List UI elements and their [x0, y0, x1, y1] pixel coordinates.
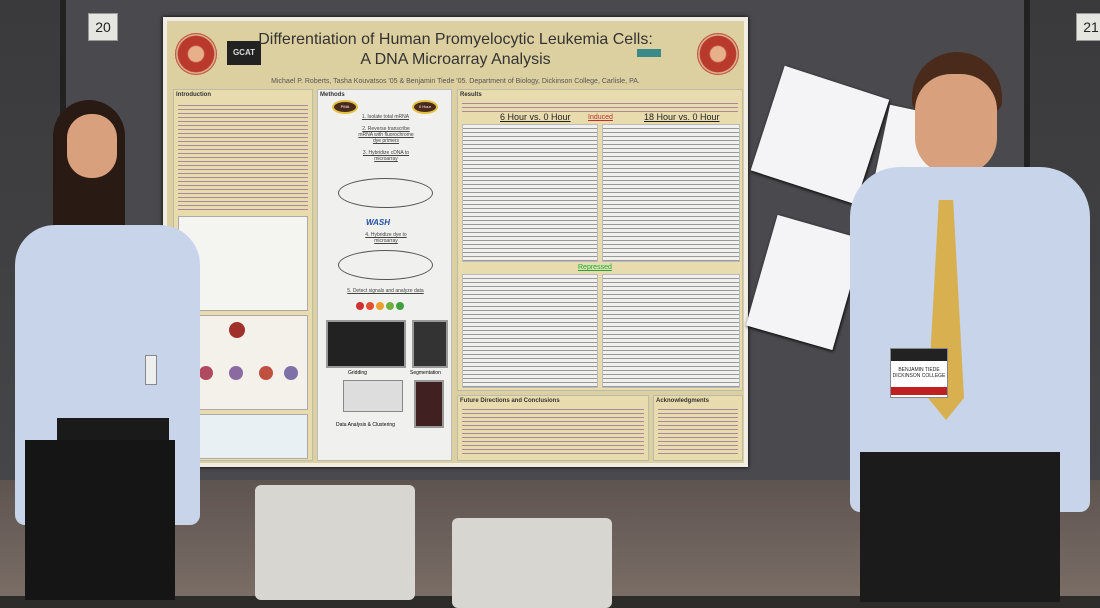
method-step-2: 2. Reverse transcribe mRNA with fluoroch… [358, 126, 414, 144]
pma-treated-label: PMA Treated [332, 100, 358, 119]
magic-tool-logo [356, 302, 404, 310]
eighteen-hour-header: 18 Hour vs. 0 Hour [644, 112, 720, 122]
heatmap-image [414, 380, 444, 428]
six-hour-header: 6 Hour vs. 0 Hour [500, 112, 571, 122]
data-analysis-label: Data Analysis & Clustering [336, 422, 395, 428]
results-heading: Results [460, 92, 482, 98]
results-section: Results 6 Hour vs. 0 Hour Induced 18 Hou… [457, 89, 743, 391]
name-badge: BENJAMIN TIEDE DICKINSON COLLEGE [890, 348, 948, 398]
gridding-label: Gridding [348, 370, 367, 376]
chair-back-right [452, 518, 612, 608]
repressed-18h-gene-list [602, 274, 740, 388]
presenter-woman [5, 100, 205, 600]
method-step-4: 4. Hybridize dye to microarray [365, 232, 407, 244]
wash-label: WASH [366, 218, 390, 227]
segmentation-label: Segmentation [410, 370, 441, 376]
segmentation-image [412, 320, 448, 368]
poster-authors: Michael P. Roberts, Tasha Kouvatsos '05 … [271, 78, 640, 85]
acknowledgments-heading: Acknowledgments [656, 398, 710, 404]
board-number-21: 21 [1076, 13, 1100, 41]
control-label: 0 Hour Control [412, 100, 438, 119]
gridding-image [326, 320, 406, 368]
induced-6h-gene-list [462, 124, 598, 262]
gcat-logo: GCAT [227, 41, 261, 65]
presenter-man: BENJAMIN TIEDE DICKINSON COLLEGE [850, 52, 1090, 602]
poster-title-line1: Differentiation of Human Promyelocytic L… [258, 31, 653, 48]
method-step-1: 1. Isolate total mRNA [361, 114, 410, 120]
microarray-spot-diagram [338, 178, 433, 208]
induced-header: Induced [588, 114, 613, 121]
research-poster: GCAT Differentiation of Human Promyelocy… [163, 17, 748, 467]
introduction-heading: Introduction [176, 92, 211, 98]
board-number-20: 20 [88, 13, 118, 41]
dickinson-seal-right [697, 33, 739, 75]
dickinson-seal-left [175, 33, 217, 75]
badge-name: BENJAMIN TIEDE [898, 367, 940, 373]
badge-left [145, 355, 157, 385]
poster-title-line2: A DNA Microarray Analysis [360, 51, 551, 68]
repressed-6h-gene-list [462, 274, 598, 388]
acknowledgments-section: Acknowledgments [653, 395, 743, 461]
clustering-image [343, 380, 403, 412]
induced-18h-gene-list [602, 124, 740, 262]
method-step-5: 5. Detect signals and analyze data [347, 288, 424, 294]
hhmi-logo [637, 49, 661, 57]
methods-column: Methods PMA Treated 0 Hour Control 1. Is… [317, 89, 452, 461]
chair-back-left [255, 485, 415, 600]
repressed-header: Repressed [578, 264, 612, 271]
future-directions-section: Future Directions and Conclusions [457, 395, 649, 461]
methods-heading: Methods [320, 92, 345, 98]
future-directions-heading: Future Directions and Conclusions [460, 398, 560, 404]
badge-affiliation: DICKINSON COLLEGE [892, 373, 946, 379]
method-step-3: 3. Hybridize cDNA to microarray [362, 150, 410, 162]
hybridized-spot-diagram [338, 250, 433, 280]
